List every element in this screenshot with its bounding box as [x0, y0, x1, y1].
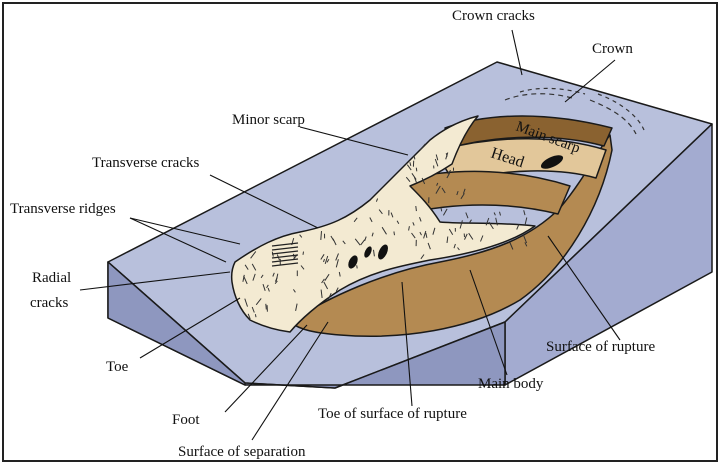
crack-mark — [416, 168, 417, 172]
crown-cracks-label: Crown cracks — [452, 8, 535, 25]
radial-cracks-label-line1: Radial — [32, 270, 71, 287]
crown-label: Crown — [592, 41, 633, 58]
crack-mark — [255, 314, 256, 317]
crack-mark — [357, 265, 358, 268]
crack-mark — [441, 208, 442, 212]
foot-label: Foot — [172, 412, 200, 429]
transverse-cracks-label: Transverse cracks — [92, 155, 199, 172]
crack-mark — [303, 252, 304, 255]
toe-label: Toe — [106, 359, 128, 376]
crack-mark — [266, 304, 267, 310]
crack-mark — [416, 206, 417, 211]
minor-scarp-label: Minor scarp — [232, 112, 305, 129]
crack-mark — [394, 232, 395, 236]
main-body-label: Main body — [478, 376, 543, 393]
transverse-ridges-label: Transverse ridges — [10, 201, 116, 218]
surface-of-rupture-label: Surface of rupture — [546, 339, 655, 356]
radial-cracks-label-line2: cracks — [30, 295, 68, 312]
toe-of-surface-of-rupture-label: Toe of surface of rupture — [318, 406, 467, 423]
surface-of-separation-label: Surface of separation — [178, 444, 305, 461]
crack-mark — [321, 231, 322, 240]
